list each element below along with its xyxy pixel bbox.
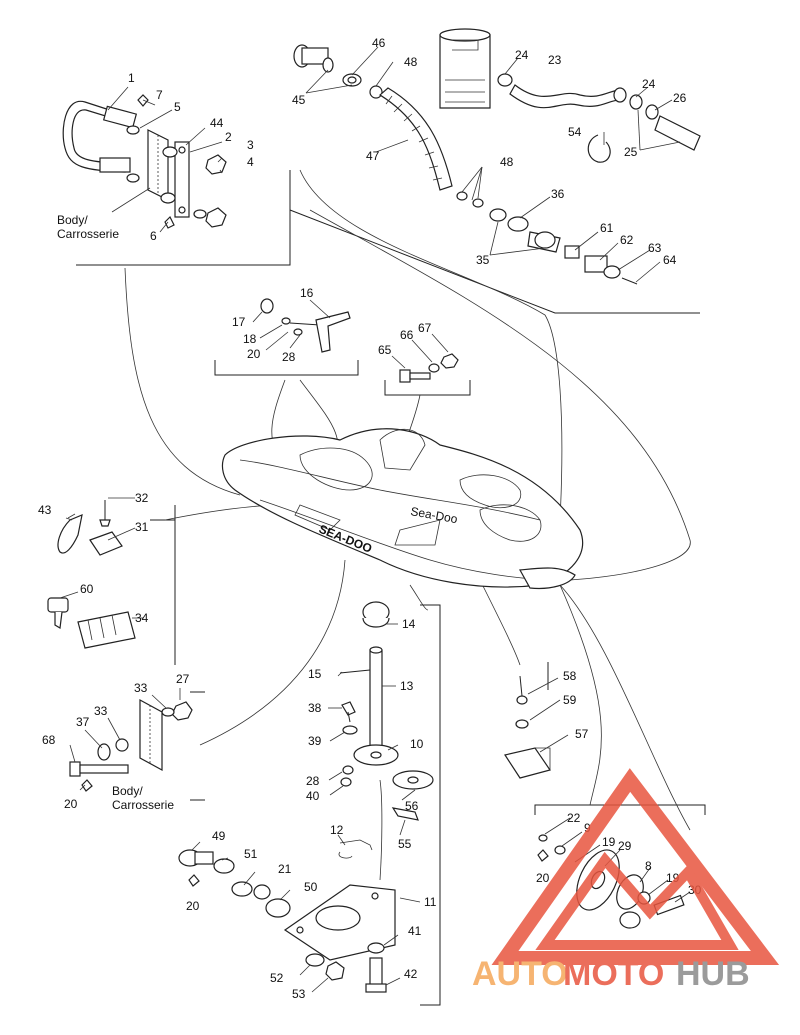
callout-10: 10 — [410, 737, 424, 751]
callout-53: 53 — [292, 987, 306, 1001]
callout-19-top: 19 — [602, 835, 616, 849]
callout-7: 7 — [156, 88, 163, 102]
callout-40: 40 — [306, 789, 320, 803]
callout-8: 8 — [645, 859, 652, 873]
callout-37: 37 — [76, 715, 90, 729]
callout-64: 64 — [663, 253, 677, 267]
watermark-auto: AUTO — [472, 955, 568, 993]
body-note-top-1: Body/ — [57, 213, 88, 227]
bracket-assembly — [504, 675, 569, 779]
callout-57: 57 — [575, 727, 589, 741]
shaft-plate-assembly — [178, 601, 434, 993]
callout-23: 23 — [548, 53, 562, 67]
callout-24-right: 24 — [642, 77, 656, 91]
callout-3: 3 — [247, 138, 254, 152]
callout-2: 2 — [225, 130, 232, 144]
body-notes: Body/ Carrosserie Body/ Carrosserie — [57, 213, 174, 812]
u-bolt-assembly — [62, 86, 227, 233]
callout-6: 6 — [150, 229, 157, 243]
callout-47: 47 — [366, 149, 380, 163]
part-callouts: 1 7 5 44 2 3 4 6 46 48 45 47 48 36 35 61… — [38, 36, 702, 1001]
callout-50: 50 — [304, 880, 318, 894]
callout-36: 36 — [551, 187, 565, 201]
callout-59: 59 — [563, 693, 577, 707]
callout-38: 38 — [308, 701, 322, 715]
callout-16: 16 — [300, 286, 314, 300]
callout-13: 13 — [400, 679, 414, 693]
callout-32: 32 — [135, 491, 149, 505]
body-bolt-assembly — [69, 688, 193, 792]
callout-28-mid: 28 — [306, 774, 320, 788]
body-note-top-2: Carrosserie — [57, 227, 119, 241]
callout-51: 51 — [244, 847, 258, 861]
callout-12: 12 — [330, 823, 344, 837]
callout-1: 1 — [128, 71, 135, 85]
callout-20-latch: 20 — [247, 347, 261, 361]
callout-21: 21 — [278, 862, 292, 876]
latch-assembly — [252, 298, 351, 353]
callout-54: 54 — [568, 125, 582, 139]
callout-5: 5 — [174, 100, 181, 114]
watermark-triangle-inner — [535, 851, 739, 950]
callout-48-mid: 48 — [500, 155, 514, 169]
callout-49: 49 — [212, 829, 226, 843]
callout-42: 42 — [404, 967, 418, 981]
callout-34: 34 — [135, 611, 149, 625]
callout-48-top: 48 — [404, 55, 418, 69]
bilge-hose-assembly — [293, 28, 701, 285]
callout-11: 11 — [424, 895, 437, 909]
group-brackets — [76, 170, 706, 1006]
callout-26: 26 — [673, 91, 687, 105]
callout-62: 62 — [620, 233, 634, 247]
callout-58: 58 — [563, 669, 577, 683]
callout-33-top: 33 — [134, 681, 148, 695]
callout-9: 9 — [584, 821, 591, 835]
callout-35: 35 — [476, 253, 490, 267]
watercraft-hull: SEA-DOO Sea-Doo — [221, 428, 584, 590]
callout-31: 31 — [135, 520, 149, 534]
watermark-hub: HUB — [676, 955, 750, 993]
body-note-mid-1: Body/ — [112, 784, 143, 798]
callout-52: 52 — [270, 971, 284, 985]
callout-41: 41 — [408, 924, 422, 938]
callout-14: 14 — [402, 617, 416, 631]
callout-15: 15 — [308, 667, 322, 681]
callout-61: 61 — [600, 221, 614, 235]
callout-44: 44 — [210, 116, 224, 130]
callout-20-left: 20 — [186, 899, 200, 913]
callout-25: 25 — [624, 145, 638, 159]
callout-28-latch: 28 — [282, 350, 296, 364]
callout-20-bodybolt: 20 — [64, 797, 78, 811]
callout-17: 17 — [232, 315, 246, 329]
callout-27: 27 — [176, 672, 190, 686]
callout-43: 43 — [38, 503, 52, 517]
callout-33-bottom: 33 — [94, 704, 108, 718]
callout-56: 56 — [405, 799, 419, 813]
callout-55: 55 — [398, 837, 412, 851]
callout-45: 45 — [292, 93, 306, 107]
callout-66: 66 — [400, 328, 414, 342]
body-note-mid-2: Carrosserie — [112, 798, 174, 812]
callout-63: 63 — [648, 241, 662, 255]
automotohub-watermark: AUTO MOTO HUB — [472, 768, 780, 993]
bolt-group — [391, 333, 459, 383]
watermark-moto: MOTO — [563, 955, 664, 993]
callout-46: 46 — [372, 36, 386, 50]
callout-29: 29 — [618, 839, 632, 853]
callout-22: 22 — [567, 811, 581, 825]
callout-20-drain: 20 — [536, 871, 550, 885]
clips-fasteners — [47, 497, 143, 649]
callout-60: 60 — [80, 582, 94, 596]
callout-4: 4 — [247, 155, 254, 169]
callout-67: 67 — [418, 321, 432, 335]
callout-24-left: 24 — [515, 48, 529, 62]
callout-18: 18 — [243, 332, 257, 346]
callout-68: 68 — [42, 733, 56, 747]
watermark-triangle-outer — [491, 768, 780, 965]
callout-65: 65 — [378, 343, 392, 357]
callout-39: 39 — [308, 734, 322, 748]
